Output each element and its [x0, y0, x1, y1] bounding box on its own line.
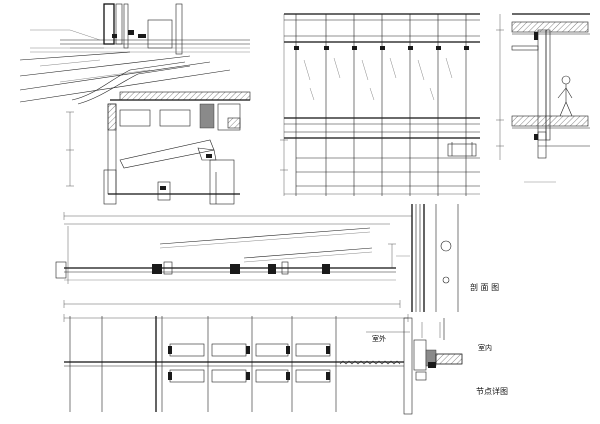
elevation-grid [280, 13, 480, 196]
section-with-figure [496, 13, 590, 183]
interior-label: 室内 [478, 343, 492, 352]
detail-title: 节点详图 [476, 386, 508, 396]
human-figure-icon [557, 75, 573, 117]
section-title: 剖 面 图 [470, 282, 499, 292]
plan-detail [63, 314, 463, 415]
floor-edge-section-detail [19, 3, 251, 205]
horizontal-section-detail [55, 204, 459, 312]
exterior-label: 室外 [372, 334, 386, 343]
